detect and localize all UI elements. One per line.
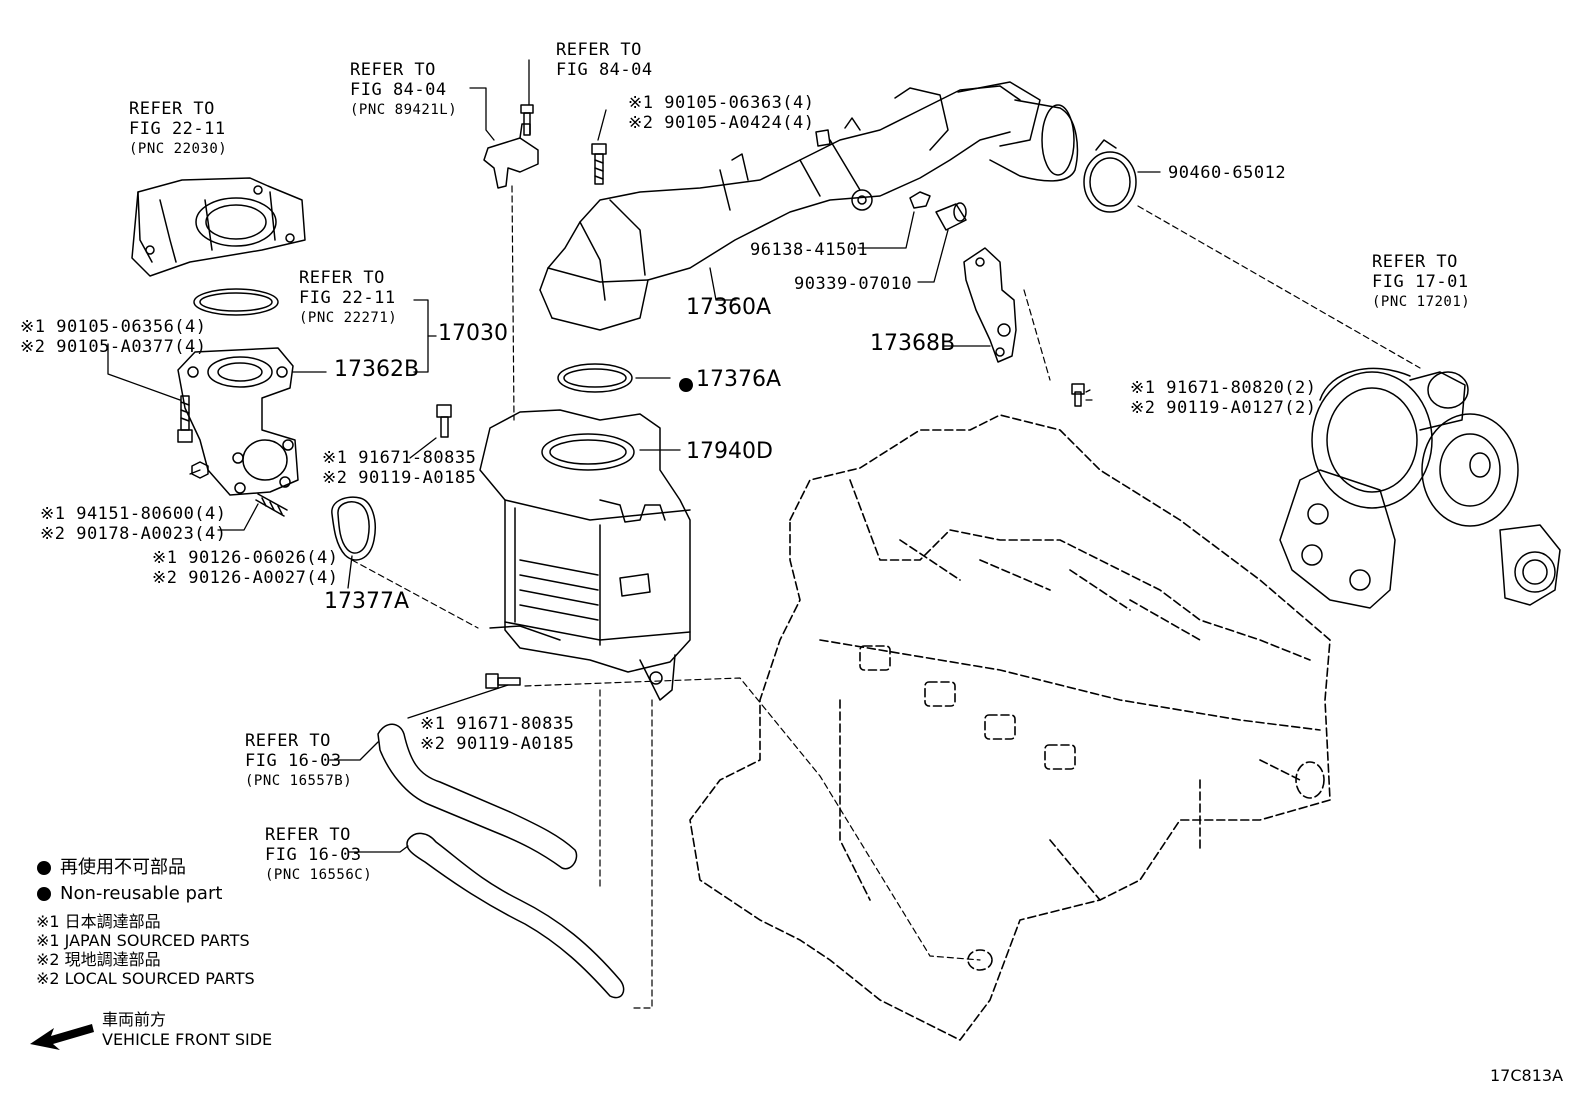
pair-midbolt: ※1 91671-80835 ※2 90119-A0185 bbox=[322, 448, 476, 488]
pair-japan: ※1 90105-06363(4) bbox=[628, 93, 815, 113]
engine-block bbox=[689, 414, 1331, 1041]
ref-hose1: REFER TO FIG 16-03 (PNC 16557B) bbox=[245, 731, 352, 791]
bracket-bolt bbox=[1071, 383, 1085, 407]
ref-line: REFER TO bbox=[299, 268, 385, 288]
nonreuse-bullet-1 bbox=[37, 861, 51, 875]
hose-clip bbox=[909, 191, 931, 209]
pair-japan: ※1 90105-06356(4) bbox=[20, 317, 207, 337]
pair-topbolt: ※1 90105-06363(4) ※2 90105-A0424(4) bbox=[628, 93, 815, 133]
hose-clamp bbox=[1083, 139, 1137, 213]
legend-s1-en: ※1 JAPAN SOURCED PARTS bbox=[36, 931, 250, 950]
mid-bolt bbox=[436, 404, 452, 438]
intake-pipe bbox=[539, 81, 1041, 331]
ref-fig: FIG 84-04 bbox=[350, 80, 447, 100]
ref-line: REFER TO bbox=[350, 60, 436, 80]
ref-fig: FIG 22-11 bbox=[299, 288, 396, 308]
intake-adapter bbox=[177, 347, 299, 496]
pair-local: ※2 90105-A0377(4) bbox=[20, 337, 207, 357]
pair-local: ※2 90178-A0023(4) bbox=[40, 524, 227, 544]
ref-gasket22: REFER TO FIG 22-11 (PNC 22271) bbox=[299, 268, 397, 328]
ref-fig: FIG 16-03 bbox=[265, 845, 362, 865]
intercooler-gasket bbox=[331, 496, 376, 561]
ref-line: REFER TO bbox=[245, 731, 331, 751]
legend-s2-en: ※2 LOCAL SOURCED PARTS bbox=[36, 969, 255, 988]
leader-lines bbox=[107, 59, 1161, 853]
nut bbox=[191, 461, 209, 479]
pair-local: ※2 90105-A0424(4) bbox=[628, 113, 815, 133]
low-bolt bbox=[485, 673, 521, 689]
pair-stud: ※1 90126-06026(4) ※2 90126-A0027(4) bbox=[152, 548, 339, 588]
ref-pnc: (PNC 16556C) bbox=[265, 867, 373, 883]
throttle-body bbox=[131, 177, 306, 277]
vehicle-front-arrow bbox=[30, 1024, 94, 1050]
part-96138-41501: 96138-41501 bbox=[750, 240, 869, 260]
pipe-bolt bbox=[591, 143, 607, 185]
pair-local: ※2 90126-A0027(4) bbox=[152, 568, 339, 588]
ref-fig: FIG 17-01 bbox=[1372, 272, 1469, 292]
part-17376A: 17376A bbox=[696, 367, 782, 392]
left-bolt bbox=[177, 395, 193, 443]
turbocharger bbox=[1279, 367, 1561, 609]
pair-local: ※2 90119-A0185 bbox=[322, 468, 477, 488]
legend-front-en: VEHICLE FRONT SIDE bbox=[102, 1030, 273, 1049]
part-90339-07010: 90339-07010 bbox=[794, 274, 913, 294]
nonreuse-bullet-17376A bbox=[679, 378, 693, 392]
ref-pnc: (PNC 22271) bbox=[299, 310, 398, 326]
part-17377A: 17377A bbox=[324, 589, 410, 614]
stud-bolt bbox=[255, 493, 288, 517]
pair-japan: ※1 91671-80820(2) bbox=[1130, 378, 1317, 398]
part-17360A: 17360A bbox=[686, 295, 772, 320]
ref-pnc: (PNC 89421L) bbox=[350, 102, 458, 118]
legend-s2-jp: ※2 現地調達部品 bbox=[36, 950, 161, 969]
pair-local: ※2 90119-A0127(2) bbox=[1130, 398, 1317, 418]
figure-code: 17C813A bbox=[1490, 1066, 1564, 1085]
pair-japan: ※1 94151-80600(4) bbox=[40, 504, 227, 524]
rubber-hose bbox=[989, 99, 1079, 182]
intercooler bbox=[479, 409, 691, 701]
pair-lowbolt: ※1 91671-80835 ※2 90119-A0185 bbox=[420, 714, 574, 754]
ref-bolt84: REFER TO FIG 84-04 bbox=[556, 40, 653, 80]
legend-nonreuse-en: Non-reusable part bbox=[60, 883, 223, 904]
ref-throttle: REFER TO FIG 22-11 (PNC 22030) bbox=[129, 99, 227, 159]
ref-turbo: REFER TO FIG 17-01 (PNC 17201) bbox=[1372, 252, 1470, 312]
ref-pnc: (PNC 22030) bbox=[129, 141, 228, 157]
ref-sensor: REFER TO FIG 84-04 (PNC 89421L) bbox=[350, 60, 457, 120]
ref-fig: FIG 84-04 bbox=[556, 60, 653, 80]
sensor-bolt bbox=[520, 104, 534, 136]
coolant-hose-1 bbox=[377, 723, 578, 870]
small-hose bbox=[935, 202, 967, 231]
ref-fig: FIG 16-03 bbox=[245, 751, 342, 771]
ref-fig: FIG 22-11 bbox=[129, 119, 226, 139]
part-17368B: 17368B bbox=[870, 331, 956, 356]
pair-japan: ※1 91671-80835 bbox=[322, 448, 477, 468]
part-17362B: 17362B bbox=[334, 357, 420, 382]
part-17940D: 17940D bbox=[686, 439, 773, 464]
ref-line: REFER TO bbox=[129, 99, 215, 119]
pair-japan: ※1 90126-06026(4) bbox=[152, 548, 339, 568]
pair-leftbolt: ※1 90105-06356(4) ※2 90105-A0377(4) bbox=[20, 317, 207, 357]
intercooler-top-gasket bbox=[557, 363, 633, 393]
nonreuse-bullet-2 bbox=[37, 887, 51, 901]
ref-line: REFER TO bbox=[556, 40, 642, 60]
pair-bracketbolt: ※1 91671-80820(2) ※2 90119-A0127(2) bbox=[1130, 378, 1317, 418]
throttle-gasket bbox=[193, 288, 279, 316]
bracket bbox=[963, 247, 1017, 363]
ref-hose2: REFER TO FIG 16-03 (PNC 16556C) bbox=[265, 825, 372, 885]
ref-pnc: (PNC 16557B) bbox=[245, 773, 353, 789]
legend-nonreuse-jp: 再使用不可部品 bbox=[60, 857, 186, 878]
part-90460-65012: 90460-65012 bbox=[1168, 163, 1287, 183]
pair-local: ※2 90119-A0185 bbox=[420, 734, 575, 754]
pair-japan: ※1 91671-80835 bbox=[420, 714, 575, 734]
pair-nut: ※1 94151-80600(4) ※2 90178-A0023(4) bbox=[40, 504, 227, 544]
ref-line: REFER TO bbox=[1372, 252, 1458, 272]
part-17030: 17030 bbox=[438, 321, 508, 346]
ref-pnc: (PNC 17201) bbox=[1372, 294, 1471, 310]
legend-s1-jp: ※1 日本調達部品 bbox=[36, 912, 161, 931]
ref-line: REFER TO bbox=[265, 825, 351, 845]
legend-front-jp: 車両前方 bbox=[102, 1010, 167, 1029]
alignment-lines bbox=[351, 185, 1421, 1009]
coolant-hose-2 bbox=[406, 832, 625, 999]
